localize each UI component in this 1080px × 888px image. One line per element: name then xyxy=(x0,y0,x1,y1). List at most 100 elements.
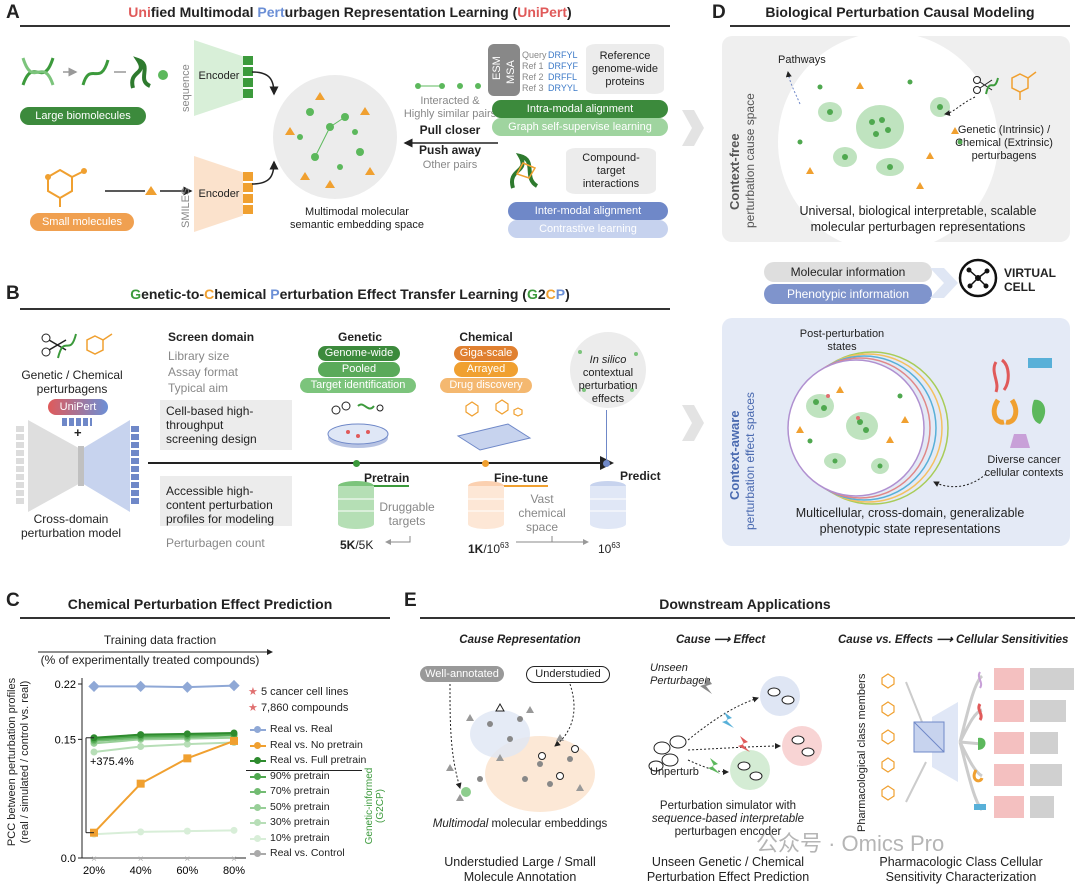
understudied-large-label: Understudied Large / Small Molecule Anno… xyxy=(444,855,596,884)
in-silico-label: In silico xyxy=(589,354,627,366)
legend-marker xyxy=(254,803,261,811)
legend-divider xyxy=(246,770,362,771)
multicellular-label: Multicellular, cross-domain, generalizab… xyxy=(795,506,1025,536)
cause-word: Cause xyxy=(676,634,711,646)
legend-label: Real vs. Control xyxy=(270,847,345,859)
x-tick-label: 80% xyxy=(223,865,245,877)
context-free-label: Context-free xyxy=(727,133,742,210)
small-molecule-icon xyxy=(45,168,87,207)
reference-label: Reference genome-wide proteins xyxy=(591,50,659,88)
msa-label: MSA xyxy=(505,60,517,84)
gen-chem-perturbagens-label: Genetic / Chemical perturbagens xyxy=(21,368,123,396)
count-5k-b: /5K xyxy=(355,538,374,552)
genetic-pill: Pooled xyxy=(318,362,400,377)
virtual-label: VIRTUAL xyxy=(1004,266,1056,280)
panel-b-letter: B xyxy=(6,283,20,304)
pharm-class-illustration xyxy=(881,668,1074,818)
bracket-arrow xyxy=(385,536,411,545)
star-icon: ★ xyxy=(248,702,258,714)
series-point xyxy=(230,736,238,745)
series-point xyxy=(88,680,100,693)
double-arrow xyxy=(516,536,592,548)
vast-space-label: Vast chemical space xyxy=(518,492,566,534)
title-part: ) xyxy=(567,4,572,20)
panel-b-rule xyxy=(20,308,670,310)
finetune-dot xyxy=(482,460,489,467)
series-line xyxy=(93,734,235,742)
cell-based-box xyxy=(160,400,292,450)
latent-bar xyxy=(78,446,84,486)
cause-repr-label: Cause Representation xyxy=(459,634,581,646)
blue-db-icon xyxy=(590,481,626,529)
panel-d-title: Biological Perturbation Causal Modeling xyxy=(765,4,1035,20)
pair-icons xyxy=(415,83,481,89)
legend-marker xyxy=(254,850,261,857)
genetic-label: Genetic xyxy=(337,330,382,344)
understudied-pill: Understudied xyxy=(526,666,610,683)
series-point xyxy=(181,681,193,693)
accessible-label: Accessible high- content perturbation pr… xyxy=(166,484,275,526)
universal-label: Universal, biological interpretable, sca… xyxy=(799,204,1037,234)
panel-b-title: Genetic-to-Chemical Perturbation Effect … xyxy=(60,286,640,302)
title-part: enetic-to- xyxy=(141,286,205,302)
crispr-dish-icon xyxy=(327,401,389,448)
chart-info-legend: ★ 5 cancer cell lines ★ 7,860 compounds xyxy=(248,684,368,716)
title-p: P xyxy=(270,286,280,302)
simulator-label: Perturbation simulator with sequence-bas… xyxy=(628,800,828,839)
simulator-line: Perturbation simulator with xyxy=(659,800,797,812)
chemical-pill: Giga-scale xyxy=(454,346,518,361)
legend-item: 30% pretrain xyxy=(248,815,368,831)
smiles-label: SMILES xyxy=(180,187,192,228)
y-tick-label: 0.0 xyxy=(61,853,76,865)
in-silico-circle xyxy=(570,332,646,408)
pathways-label: Pathways xyxy=(778,54,826,66)
cross-domain-label: Cross-domain perturbation model xyxy=(20,512,122,540)
druggable-label: Druggable targets xyxy=(379,500,435,528)
series-line xyxy=(93,736,235,745)
pretrain-label: Pretrain xyxy=(364,471,410,487)
smiles-embedding-bar xyxy=(243,172,253,216)
msa-row-label: Ref 3 xyxy=(522,83,544,93)
series-point xyxy=(137,742,145,750)
genetic-chemical-label: Genetic (Intrinsic) / Chemical (Extrinsi… xyxy=(955,124,1053,162)
g2cp-label: Genetic-informed (G2CP) xyxy=(364,767,386,845)
well-plate-icon xyxy=(456,399,532,451)
compound-target-icon xyxy=(510,152,539,189)
legend-marker xyxy=(254,757,261,764)
simulator-line: sequence-based interpretable xyxy=(651,813,805,825)
y-tick-label: 0.22 xyxy=(55,679,76,691)
multimodal-emb-label: Multimodal molecular embeddings xyxy=(420,818,620,831)
info-row: ★ 7,860 compounds xyxy=(248,700,368,716)
panel-a-rule xyxy=(20,25,670,27)
context-aware-label: Context-aware xyxy=(727,410,742,500)
y-tick-label: 0.15 xyxy=(55,734,76,746)
count-1k: 1K/1063 xyxy=(468,539,509,556)
count-5k-a: 5K xyxy=(340,538,356,552)
series-point: × xyxy=(138,854,144,865)
count-1k-b: /10 xyxy=(483,542,501,556)
output-bar xyxy=(131,426,139,506)
input-bar xyxy=(16,426,24,506)
series-point xyxy=(137,731,145,739)
title-p2: P xyxy=(555,286,566,302)
title-unipert: UniPert xyxy=(517,4,568,20)
cause-vs-words: Cause vs. Effects xyxy=(838,634,934,646)
merge-arrow-icon xyxy=(930,268,958,298)
predict-label: Predict xyxy=(620,469,661,483)
panel-c-rule xyxy=(20,617,390,619)
title-g2: G xyxy=(526,286,538,302)
multimodal-word: Multimodal xyxy=(432,818,489,830)
series-point xyxy=(183,740,191,748)
encoder-shape xyxy=(28,420,78,512)
legend-marker xyxy=(254,726,261,733)
msa-row-label: Ref 1 xyxy=(522,61,544,71)
long-arrow-icon: ⟶ xyxy=(713,634,731,646)
legend-item: Real vs. Control xyxy=(248,846,368,862)
series-line xyxy=(93,741,235,754)
series-line xyxy=(93,740,235,834)
legend-item: 70% pretrain xyxy=(248,784,368,800)
panel-e-letter: E xyxy=(404,590,417,611)
